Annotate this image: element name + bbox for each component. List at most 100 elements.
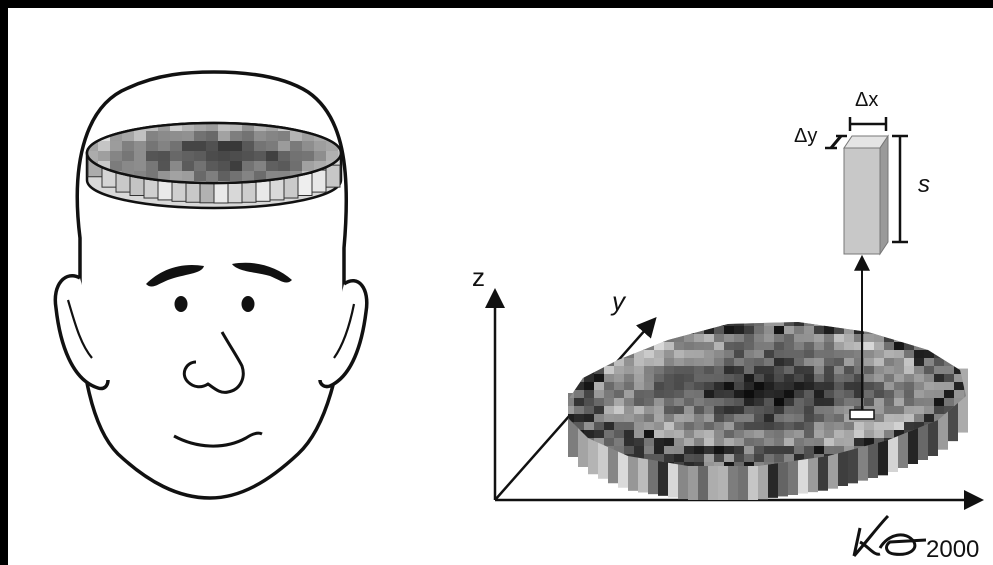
voxel-cell [564,406,574,414]
voxel-cell [884,430,894,438]
voxel-cell [694,334,704,342]
voxel-cell [664,438,674,446]
brain-slice-icon [86,121,350,208]
voxel-cell [844,390,854,398]
voxel-cell [794,334,804,342]
voxel-cell [684,318,694,326]
voxel-cell [704,390,714,398]
voxel-cell [594,342,604,350]
voxel-cell [624,446,634,454]
voxel-cell [784,454,794,462]
voxel-cell [704,438,714,446]
voxel-cell [654,350,664,358]
voxel-cell [714,406,724,414]
voxel-cell [954,334,964,342]
voxel-cell [924,382,934,390]
voxel-cell [874,422,884,430]
voxel-cell [924,326,934,334]
voxel-cell [158,151,170,161]
voxel-cell [894,366,904,374]
voxel-cell [964,318,974,326]
voxel-cell [834,358,844,366]
voxel-cell [654,422,664,430]
voxel-cell [604,358,614,366]
voxel-cell [654,326,664,334]
voxel-cell [134,131,146,141]
voxel-cell [654,438,664,446]
rim-cell [270,178,284,200]
voxel-cell [194,141,206,151]
voxel-cell [914,398,924,406]
voxel-cell [122,161,134,171]
voxel-cell [924,342,934,350]
voxel-cell [654,318,664,326]
voxel-cell [604,334,614,342]
voxel-cell [904,422,914,430]
voxel-cell [704,406,714,414]
voxel-cell [604,342,614,350]
voxel-cell [784,398,794,406]
voxel-cell [724,406,734,414]
voxel-cell [594,398,604,406]
voxel-cell [734,446,744,454]
voxel-cell [594,358,604,366]
voxel-cell [784,406,794,414]
voxel-cell [924,350,934,358]
delta-y-label: Δy [794,125,817,147]
voxel-cell [684,382,694,390]
voxel-cell [784,382,794,390]
voxel-cell [834,406,844,414]
voxel-cell [754,350,764,358]
voxel-cell [784,350,794,358]
voxel-cell [684,390,694,398]
voxel-cell [804,406,814,414]
voxel-cell [794,446,804,454]
voxel-cell [894,350,904,358]
voxel-cell [874,382,884,390]
voxel-cell [754,422,764,430]
voxel-cell [774,390,784,398]
voxel-cell [674,350,684,358]
voxel-cell [964,446,974,454]
voxel-cell [724,374,734,382]
voxel-cell [804,390,814,398]
voxel-cell [824,446,834,454]
voxel-cell [944,398,954,406]
voxel-cell [624,414,634,422]
voxel-cell [594,326,604,334]
voxel-cell [934,366,944,374]
voxel-cell [664,430,674,438]
voxel-cell [302,151,314,161]
voxel-cell [764,334,774,342]
voxel-cell [944,374,954,382]
voxel-cell [764,342,774,350]
voxel-cell [694,446,704,454]
voxel-cell [864,398,874,406]
voxel-cell [734,438,744,446]
voxel-cell [624,406,634,414]
voxel-cell [594,366,604,374]
voxel-cell [634,318,644,326]
voxel-cell [714,422,724,430]
voxel-cell [944,358,954,366]
voxel-cell [934,462,944,470]
voxel-cell [644,382,654,390]
voxel-cell [242,141,254,151]
voxel-cell [764,398,774,406]
voxel-cell [584,414,594,422]
voxel-cell [864,342,874,350]
voxel-cell [684,438,694,446]
voxel-cell [784,422,794,430]
voxel-cell [734,422,744,430]
voxel-cell [914,406,924,414]
voxel-cell [744,358,754,366]
voxel-cell [584,382,594,390]
voxel-cell [714,374,724,382]
voxel-cell [914,326,924,334]
voxel-cell [914,382,924,390]
voxel-cell [934,358,944,366]
voxel-cell [694,398,704,406]
voxel-cell [744,390,754,398]
voxel-cell [714,358,724,366]
voxel-cell [206,131,218,141]
